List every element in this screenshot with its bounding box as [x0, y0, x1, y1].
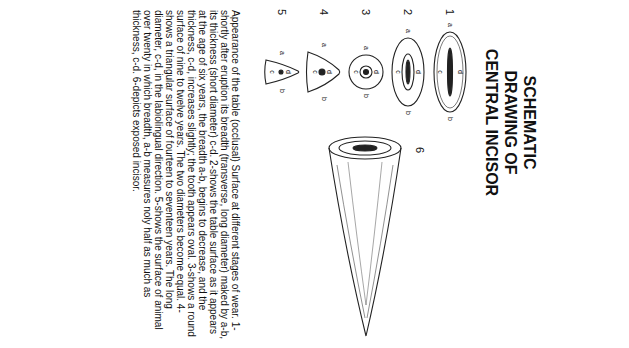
figure-number: 3: [360, 9, 372, 15]
diameter-letter: c: [352, 70, 360, 74]
figure-number: 6: [414, 147, 426, 153]
diameter-letter: c: [436, 70, 444, 74]
diameter-letter: c: [311, 70, 319, 74]
diameter-letter: d: [456, 70, 464, 74]
diameter-letter: d: [372, 70, 380, 74]
table-surface-1: [434, 32, 466, 112]
diameter-letter: d: [284, 70, 292, 74]
diameter-letter: a: [320, 43, 328, 47]
diameter-letter: c: [394, 70, 402, 74]
table-surface-2: [392, 38, 424, 106]
figure-number: 4: [318, 9, 330, 15]
diameter-letter: b: [278, 89, 286, 93]
diameter-letter: b: [362, 94, 370, 98]
figure-number: 2: [402, 9, 414, 15]
diameter-letter: a: [362, 46, 370, 50]
title-text: SCHEMATIC DRAWING OF CENTRAL INCISOR: [482, 36, 539, 208]
figure-number: 1: [444, 9, 456, 15]
figure-number: 5: [276, 9, 288, 15]
diameter-letter: b: [320, 97, 328, 101]
diameter-letter: a: [446, 23, 454, 27]
table-surface-4: [307, 52, 340, 92]
diameter-letter: a: [278, 51, 286, 55]
diameter-letter: b: [446, 117, 454, 121]
exposed-incisor: [329, 137, 401, 336]
diameter-letter: d: [325, 70, 333, 74]
table-surface-5: [265, 60, 299, 84]
diameter-letter: b: [404, 111, 412, 115]
diameter-letter: a: [404, 29, 412, 33]
diameter-letter: c: [268, 70, 276, 74]
diameter-letter: d: [414, 70, 422, 74]
caption-text: Appearance of the table (occlusal) Surfa…: [131, 10, 241, 340]
table-surface-3: [349, 55, 383, 89]
